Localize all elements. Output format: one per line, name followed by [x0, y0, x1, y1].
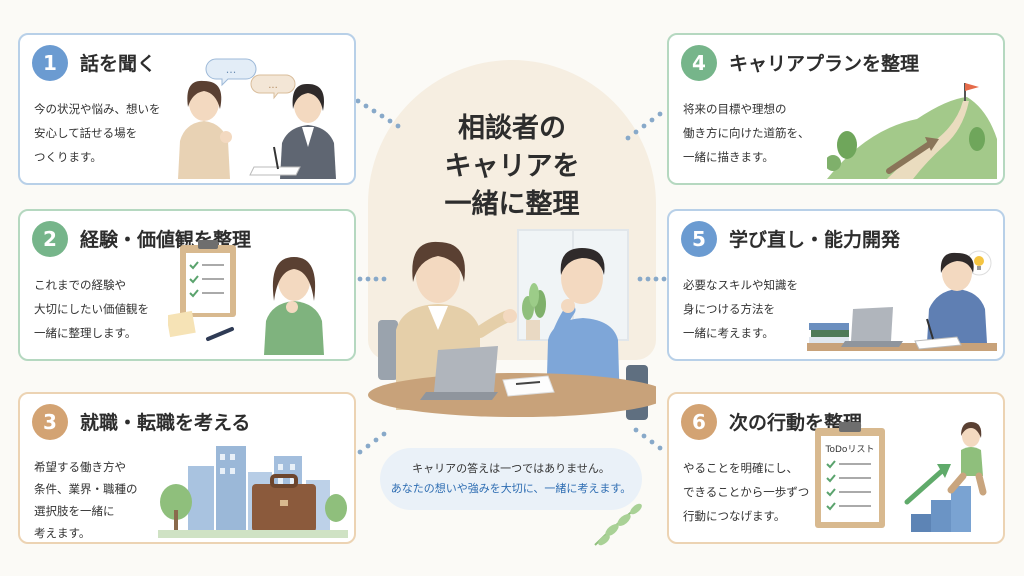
- step-title: キャリアプランを整理: [729, 53, 920, 75]
- step-number-badge: 6: [681, 404, 717, 440]
- step-title: 学び直し・能力開発: [729, 229, 901, 251]
- step-description-line: これまでの経験や: [34, 278, 126, 292]
- step-number-badge: 2: [32, 221, 68, 257]
- step-description-line: 安心して話せる場を: [34, 126, 138, 140]
- listening-illustration: ... ...: [178, 58, 336, 179]
- step-description-line: 希望する働き方や: [34, 460, 126, 474]
- step-description: やることを明確にし、 できることから一歩ずつ 行動につなげます。: [683, 456, 809, 528]
- step-description-line: やることを明確にし、: [683, 461, 798, 475]
- step-description-line: 考えます。: [34, 526, 91, 540]
- step-number-badge: 3: [32, 404, 68, 440]
- step-description: 希望する働き方や 条件、業界・職種の 選択肢を一緒に 考えます。: [34, 456, 138, 542]
- step-card-5: 5 学び直し・能力開発 必要なスキルや知識を 身につける方法を 一緒に考えます。: [667, 209, 1005, 361]
- todo-steps-illustration: ToDoリスト: [815, 422, 987, 532]
- speech-bubble-dots: ...: [268, 80, 278, 91]
- step-description-line: つくります。: [34, 150, 102, 164]
- step-description: これまでの経験や 大切にしたい価値観を 一緒に整理します。: [34, 273, 149, 345]
- step-description-line: 条件、業界・職種の: [34, 482, 138, 496]
- city-briefcase-illustration: [158, 446, 348, 538]
- step-card-6: 6 次の行動を整理 やることを明確にし、 できることから一歩ずつ 行動につなげま…: [667, 392, 1005, 544]
- speech-bubble-dots: ...: [226, 63, 237, 76]
- center-title-line: 相談者の: [458, 113, 566, 144]
- step-description-line: 将来の目標や理想の: [683, 102, 787, 116]
- step-description-line: 今の状況や悩み、想いを: [34, 102, 161, 116]
- message-line-highlight: あなたの想いや強みを大切に、一緒に考えます。: [390, 482, 632, 495]
- step-description-line: 行動につなげます。: [683, 509, 786, 523]
- step-description-line: 身につける方法を: [683, 302, 775, 316]
- step-description-line: 一緒に考えます。: [683, 326, 774, 340]
- step-card-4: 4 キャリアプランを整理 将来の目標や理想の 働き方に向けた道筋を、 一緒に描き…: [667, 33, 1005, 185]
- message-line: キャリアの答えは一つではありません。: [412, 462, 610, 475]
- leaf-decoration: [594, 503, 642, 546]
- studying-illustration: [807, 250, 997, 351]
- step-description: 将来の目標や理想の 働き方に向けた道筋を、 一緒に描きます。: [683, 97, 810, 169]
- step-description-line: 大切にしたい価値観を: [34, 302, 149, 316]
- reflection-illustration: [168, 240, 324, 355]
- step-description-line: できることから一歩ずつ: [683, 485, 810, 499]
- step-card-3: 3 就職・転職を考える 希望する働き方や 条件、業界・職種の 選択肢を一緒に 考…: [18, 392, 356, 544]
- step-number-badge: 1: [32, 45, 68, 81]
- step-card-1: 1 話を聞く 今の状況や悩み、想いを 安心して話せる場を つくります。 ... …: [18, 33, 356, 185]
- center-title-line: キャリアを: [444, 151, 580, 182]
- todo-list-title: ToDoリスト: [825, 445, 875, 455]
- step-description: 今の状況や悩み、想いを 安心して話せる場を つくります。: [34, 97, 161, 169]
- step-description-line: 選択肢を一緒に: [34, 504, 115, 518]
- step-description-line: 一緒に描きます。: [683, 150, 774, 164]
- consultation-illustration: [368, 229, 656, 420]
- step-description: 必要なスキルや知識を 身につける方法を 一緒に考えます。: [683, 273, 798, 345]
- center-title-line: 一緒に整理: [444, 189, 580, 220]
- step-description-line: 一緒に整理します。: [34, 326, 137, 340]
- step-number-badge: 5: [681, 221, 717, 257]
- step-card-2: 2 経験・価値観を整理 これまでの経験や 大切にしたい価値観を 一緒に整理します…: [18, 209, 356, 361]
- mountain-path-illustration: [827, 83, 997, 179]
- step-title: 就職・転職を考える: [80, 412, 251, 434]
- step-description-line: 働き方に向けた道筋を、: [683, 126, 810, 140]
- message-box: キャリアの答えは一つではありません。 あなたの想いや強みを大切に、一緒に考えます…: [380, 448, 642, 510]
- step-title: 話を聞く: [80, 53, 157, 75]
- center-title: 相談者の キャリアを 一緒に整理: [368, 110, 656, 224]
- step-number-badge: 4: [681, 45, 717, 81]
- step-description-line: 必要なスキルや知識を: [683, 278, 798, 292]
